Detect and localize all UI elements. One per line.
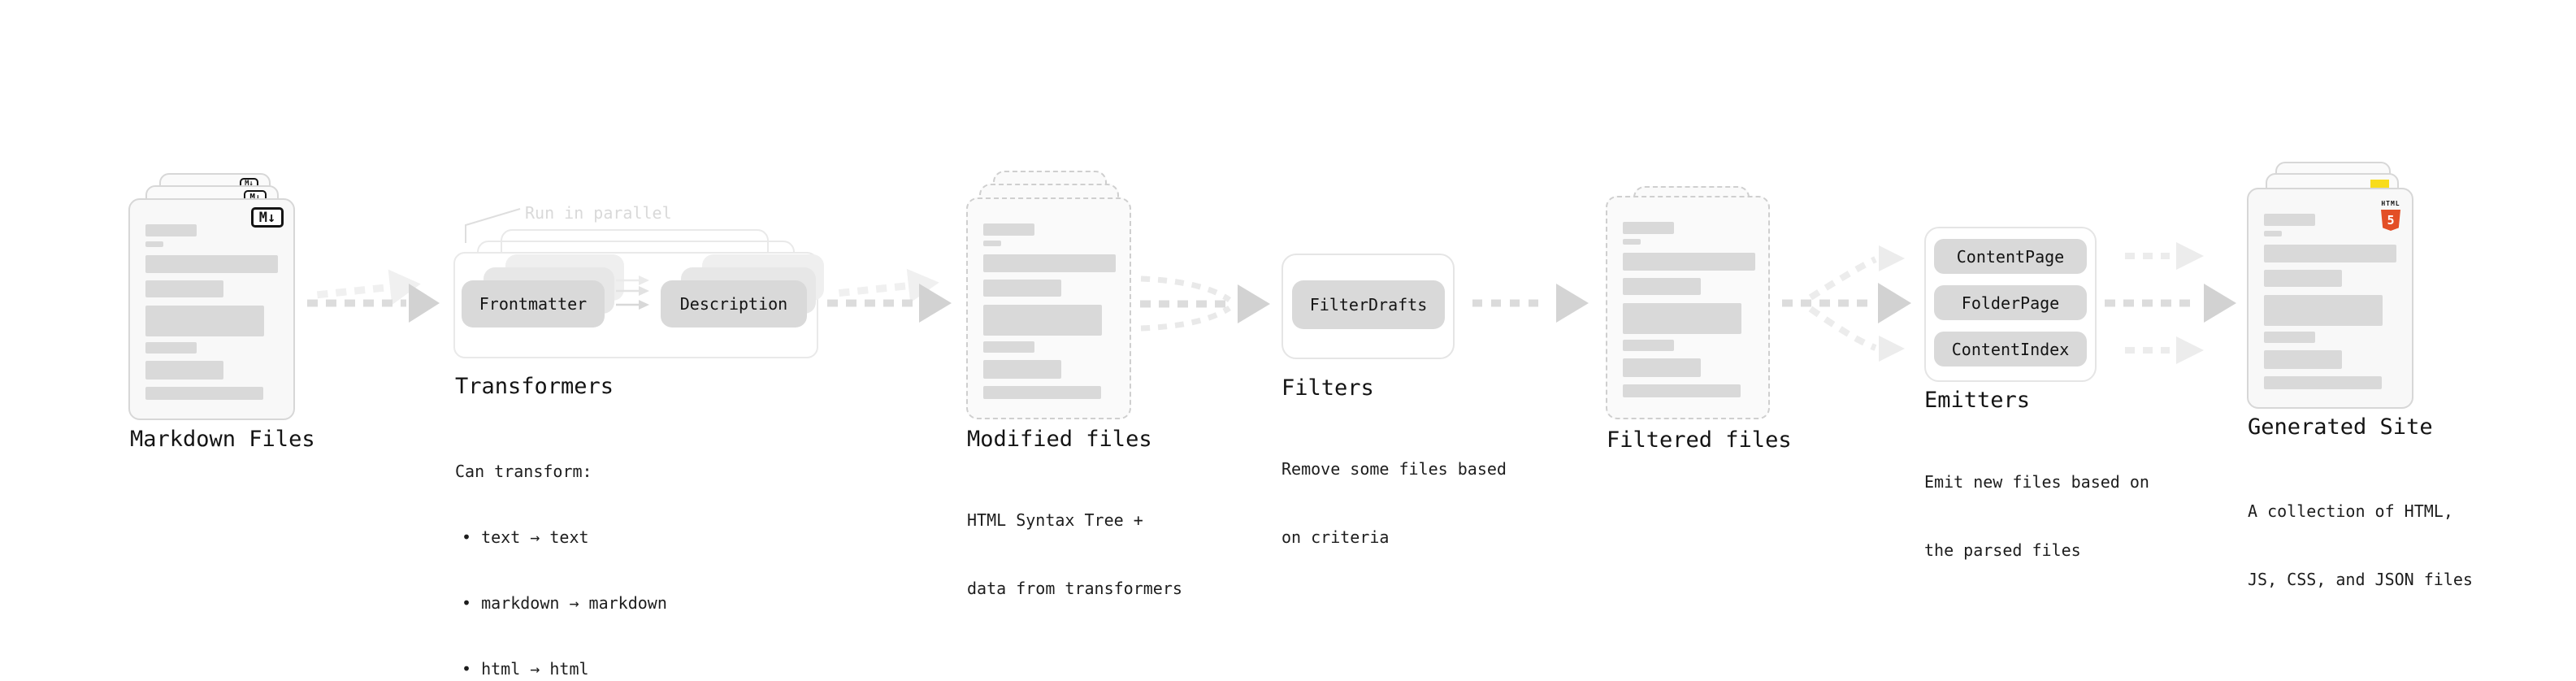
site-description: A collection of HTML, JS, CSS, and JSON … <box>2248 454 2473 636</box>
stage-label-filters: Filters <box>1281 375 1374 401</box>
arrow-markdown-to-transformers <box>307 269 440 323</box>
modified-description-line: data from transformers <box>967 579 1182 598</box>
file-skeleton-line <box>1623 358 1701 377</box>
file-skeleton-line <box>2264 270 2342 287</box>
stage-label-emitters: Emitters <box>1924 388 2031 413</box>
file-skeleton-line <box>983 223 1034 236</box>
file-skeleton-line <box>983 254 1116 272</box>
frontmatter-pill: Frontmatter <box>462 280 605 327</box>
file-skeleton-line <box>1623 340 1674 351</box>
site-description-line: A collection of HTML, <box>2248 501 2453 521</box>
run-in-parallel-annotation: Run in parallel <box>525 203 672 223</box>
file-skeleton-line <box>983 386 1101 399</box>
file-skeleton-line <box>1623 303 1741 334</box>
file-skeleton-line <box>145 224 197 236</box>
file-skeleton-line <box>1623 222 1674 234</box>
description-pill: Description <box>661 280 807 327</box>
stage-label-filtered-files: Filtered files <box>1607 427 1792 453</box>
file-skeleton-line <box>145 306 264 336</box>
html5-icon: HTML 5 <box>2380 193 2401 231</box>
folderpage-pill: FolderPage <box>1934 285 2087 320</box>
arrow-filtered-to-emitters <box>1782 245 1911 362</box>
site-description-line: JS, CSS, and JSON files <box>2248 570 2473 589</box>
filters-description: Remove some files based on criteria <box>1281 412 1507 594</box>
file-skeleton-line <box>145 361 223 380</box>
filtered-file-card <box>1606 196 1770 419</box>
modified-file-card <box>966 197 1131 419</box>
modified-description-line: HTML Syntax Tree + <box>967 510 1143 530</box>
modified-description: HTML Syntax Tree + data from transformer… <box>967 463 1182 645</box>
file-skeleton-line <box>145 241 163 247</box>
stage-label-generated-site: Generated Site <box>2248 414 2433 440</box>
html5-icon-shield: 5 <box>2381 210 2400 231</box>
emitters-description-line: Emit new files based on <box>1924 472 2149 492</box>
file-skeleton-line <box>145 387 263 400</box>
file-skeleton-line <box>2264 295 2383 326</box>
markdown-file-card: M↓ <box>128 198 295 420</box>
file-skeleton-line <box>2264 350 2342 369</box>
stage-label-modified-files: Modified files <box>967 427 1152 452</box>
file-skeleton-line <box>2264 214 2315 226</box>
arrow-filters-to-filtered <box>1472 284 1589 323</box>
js-icon <box>2370 180 2389 189</box>
transformers-bullet: • html → html <box>462 659 589 679</box>
file-skeleton-line <box>1623 239 1641 245</box>
file-skeleton-line <box>2264 231 2282 236</box>
file-skeleton-line <box>983 241 1001 246</box>
stage-label-transformers: Transformers <box>455 374 614 399</box>
emitters-description-line: the parsed files <box>1924 540 2081 560</box>
file-skeleton-line <box>145 342 197 354</box>
file-skeleton-line <box>1623 253 1755 271</box>
file-skeleton-line <box>983 341 1034 353</box>
contentpage-pill: ContentPage <box>1934 239 2087 274</box>
transformers-description: Can transform: • text → text • markdown … <box>455 416 667 681</box>
file-skeleton-line <box>1623 278 1701 295</box>
file-skeleton-line <box>1623 384 1741 397</box>
transformers-bullet: • markdown → markdown <box>462 593 667 613</box>
html5-icon-label: HTML <box>2381 200 2400 207</box>
filterdrafts-pill: FilterDrafts <box>1292 280 1445 329</box>
file-skeleton-line <box>2264 332 2315 343</box>
file-skeleton-line <box>983 280 1061 297</box>
arrow-emitters-to-site <box>2105 242 2236 364</box>
stage-label-markdown-files: Markdown Files <box>130 427 315 452</box>
file-skeleton-line <box>2264 376 2382 389</box>
emitters-description: Emit new files based on the parsed files <box>1924 425 2149 607</box>
filters-description-line: Remove some files based <box>1281 459 1507 479</box>
transformers-bullet: • text → text <box>462 527 589 547</box>
filters-description-line: on criteria <box>1281 527 1390 547</box>
site-file-card: HTML 5 <box>2247 188 2413 409</box>
file-skeleton-line <box>145 280 223 297</box>
contentindex-pill: ContentIndex <box>1934 332 2087 367</box>
markdown-icon: M↓ <box>251 207 284 228</box>
file-skeleton-line <box>2264 245 2396 262</box>
file-skeleton-line <box>983 305 1102 336</box>
file-skeleton-line <box>983 360 1061 379</box>
file-skeleton-line <box>145 255 278 273</box>
arrow-transformers-to-modified <box>827 268 952 323</box>
transformers-note: Can transform: <box>455 462 592 481</box>
arrow-modified-to-filters <box>1140 275 1270 332</box>
